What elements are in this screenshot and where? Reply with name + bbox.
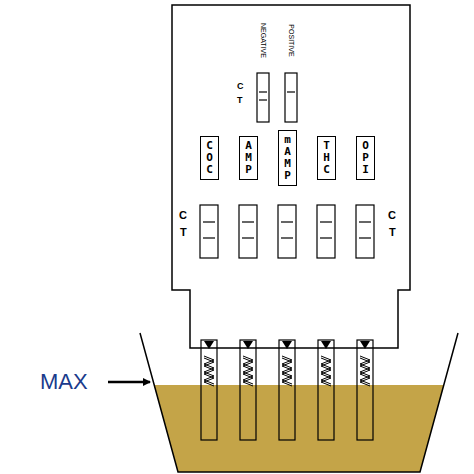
drug-code: AMP (243, 140, 254, 176)
control-label: NEGATIVE (260, 23, 267, 58)
cup-outline (140, 333, 458, 472)
drug-label-box: OPI (356, 136, 375, 180)
test-card (172, 5, 410, 348)
control-label: POSITIVE (288, 24, 295, 56)
max-label: MAX (40, 369, 88, 395)
line-letter: T (237, 95, 243, 105)
line-letter: C (388, 209, 396, 221)
drug-label-box: AMP (239, 136, 258, 180)
line-letter: T (180, 226, 187, 238)
max-arrow (108, 381, 150, 384)
result-windows (200, 205, 374, 258)
line-letter: C (179, 209, 187, 221)
urine-liquid (154, 385, 444, 472)
drug-label-box: THC (317, 136, 336, 180)
drug-label-box: mAMP (278, 130, 297, 186)
drug-label-box: COC (200, 136, 219, 180)
drug-code: OPI (360, 140, 371, 176)
dip-strips (201, 340, 373, 440)
drug-code: mAMP (282, 134, 293, 182)
drug-code: THC (321, 140, 332, 176)
line-letter: C (237, 81, 244, 91)
control-windows (257, 73, 297, 122)
line-letter: T (389, 226, 396, 238)
drug-code: COC (204, 140, 215, 176)
